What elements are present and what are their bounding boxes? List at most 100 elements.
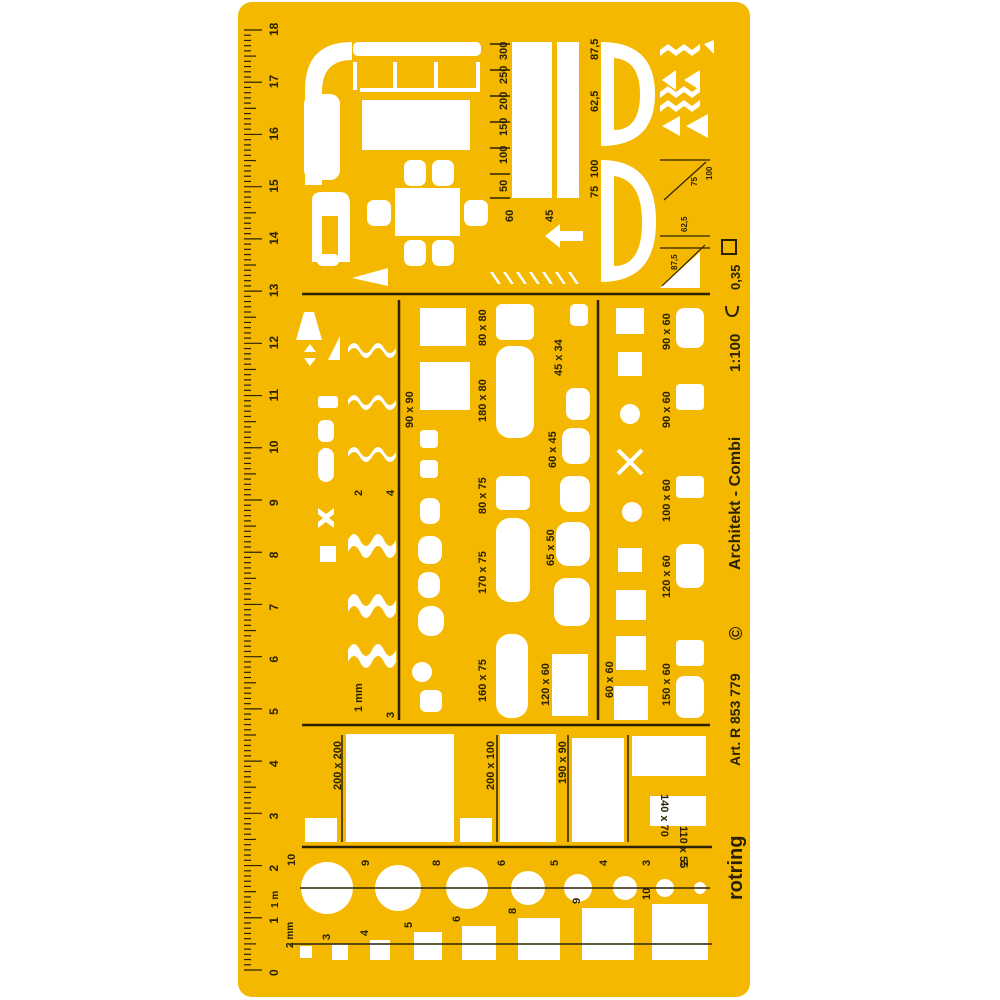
fixture-size-label: 45 x 34 [553, 338, 565, 376]
bed-size-label: 140 x 70 [658, 794, 670, 837]
square-template [300, 946, 312, 958]
circle-size-label: 2 [679, 860, 691, 866]
product-name: Architekt - Combi [727, 437, 744, 570]
square-template [582, 908, 634, 960]
ruler-meter-label: 1 m [270, 891, 281, 908]
square-template [462, 926, 496, 960]
swing-number: 62,5 [680, 216, 689, 232]
center-guide-lines [290, 887, 712, 945]
square-template [414, 932, 442, 960]
bed-190x90-shape [572, 738, 624, 842]
square-size-label: 5 [403, 922, 415, 928]
fixture-size-label: 180 x 80 [477, 379, 489, 422]
square-size-label: 4 [359, 929, 371, 936]
ruler-number: 1 [267, 917, 281, 924]
swing-guide-lines [660, 159, 710, 287]
block-number: 62,5 [589, 91, 601, 112]
bed-140x70-shape [632, 736, 706, 776]
bed-110x55-shape [650, 796, 706, 826]
ruler-number: 3 [267, 812, 281, 819]
ruler-number: 5 [267, 708, 281, 715]
fixture-size-label: 160 x 75 [477, 659, 489, 702]
fixture-size-label: 80 x 80 [477, 309, 489, 346]
ruler-number: 14 [267, 231, 281, 245]
bed-200x200-shape [346, 734, 454, 842]
ruler-number: 18 [267, 22, 281, 36]
sofa-back-shape [353, 42, 481, 56]
stair-number: 250 [498, 66, 510, 84]
stair-number: 200 [498, 92, 510, 110]
circle-size-label: 5 [549, 860, 561, 866]
stair-number: 100 [498, 146, 510, 164]
living-room-cutouts [304, 40, 714, 288]
wave-pattern-shape [348, 343, 396, 358]
circle-size-label: 9 [360, 860, 372, 866]
branding: 0,35 1:100 Architekt - Combi © Art. R 85… [725, 265, 747, 900]
stair-number: 50 [498, 180, 510, 192]
square-size-label: 6 [451, 916, 463, 922]
top-block-labels: 60 45 75 100 62,5 87,5 [504, 39, 601, 222]
fixture-size-label: 60 x 60 [604, 661, 616, 698]
fixture-size-label: 120 x 60 [540, 663, 552, 706]
line-thickness-label: 1 mm [353, 683, 365, 712]
stair-number: 150 [498, 118, 510, 136]
ruler-number: 9 [267, 499, 281, 506]
dining-table-shape [395, 188, 460, 236]
square-template [652, 904, 708, 960]
line-thickness-label: 3 [385, 712, 397, 718]
ruler-number: 15 [267, 179, 281, 193]
sideboard-shape [362, 100, 470, 150]
pen-size-label: 0,35 [728, 265, 743, 290]
bed-size-label: 200 x 200 [332, 741, 344, 790]
ruler-number: 6 [267, 656, 281, 663]
circle-size-label: 10 [286, 854, 298, 866]
rotring-logo: rotring [725, 836, 747, 900]
fixture-size-label: 80 x 75 [477, 477, 489, 514]
square-size-label: 3 [321, 934, 333, 940]
swing-number: 87,5 [670, 254, 679, 270]
stair-run-shape [512, 42, 552, 198]
pen-bar-icon [721, 239, 737, 255]
pen-icon [725, 305, 739, 318]
door-swing-lower [601, 160, 656, 282]
circle-size-label: 6 [496, 860, 508, 866]
line-thickness-labels: 1 mm 2 3 4 [353, 489, 397, 718]
article-number: Art. R 853 779 [727, 673, 743, 766]
sofa-seat-shape [304, 94, 340, 180]
ruler-unit-label: 2 mm [285, 922, 296, 948]
stair-tick-lines [490, 43, 510, 199]
fixture-size-label: 65 x 50 [545, 529, 557, 566]
circle-size-label: 4 [598, 859, 610, 866]
fixture-size-label: 100 x 60 [661, 479, 673, 522]
door-swing-labels: 100 75 62,5 87,5 [670, 166, 714, 270]
circle-size-label: 3 [641, 860, 653, 866]
sofa-cushion-shape [360, 88, 480, 92]
bed-200x100-shape [500, 734, 556, 842]
copyright-symbol: © [726, 627, 746, 640]
square-template [332, 944, 348, 960]
ruler-number: 12 [267, 336, 281, 350]
scale-label: 1:100 [727, 334, 744, 372]
bed-size-label: 200 x 100 [485, 741, 497, 790]
fixture-cutouts [296, 304, 704, 720]
arrow-shape [545, 224, 583, 248]
block-number: 75 [589, 186, 601, 198]
fixture-size-label: 120 x 60 [661, 555, 673, 598]
ruler-number: 7 [267, 603, 281, 610]
armchair-shape [312, 192, 350, 262]
swing-number: 100 [705, 166, 714, 180]
square-size-label: 8 [507, 908, 519, 914]
bed-labels: 200 x 200 200 x 100 190 x 90 140 x 70 11… [332, 741, 689, 868]
block-number: 87,5 [589, 39, 601, 60]
ruler-number: 2 [267, 865, 281, 872]
fixture-size-label: 90 x 60 [661, 313, 673, 350]
ruler-number: 8 [267, 551, 281, 558]
block-number: 45 [544, 210, 556, 222]
block-number: 60 [504, 210, 516, 222]
ruler-number: 13 [267, 283, 281, 297]
fixture-size-label: 170 x 75 [477, 551, 489, 594]
line-thickness-label: 2 [353, 490, 365, 496]
